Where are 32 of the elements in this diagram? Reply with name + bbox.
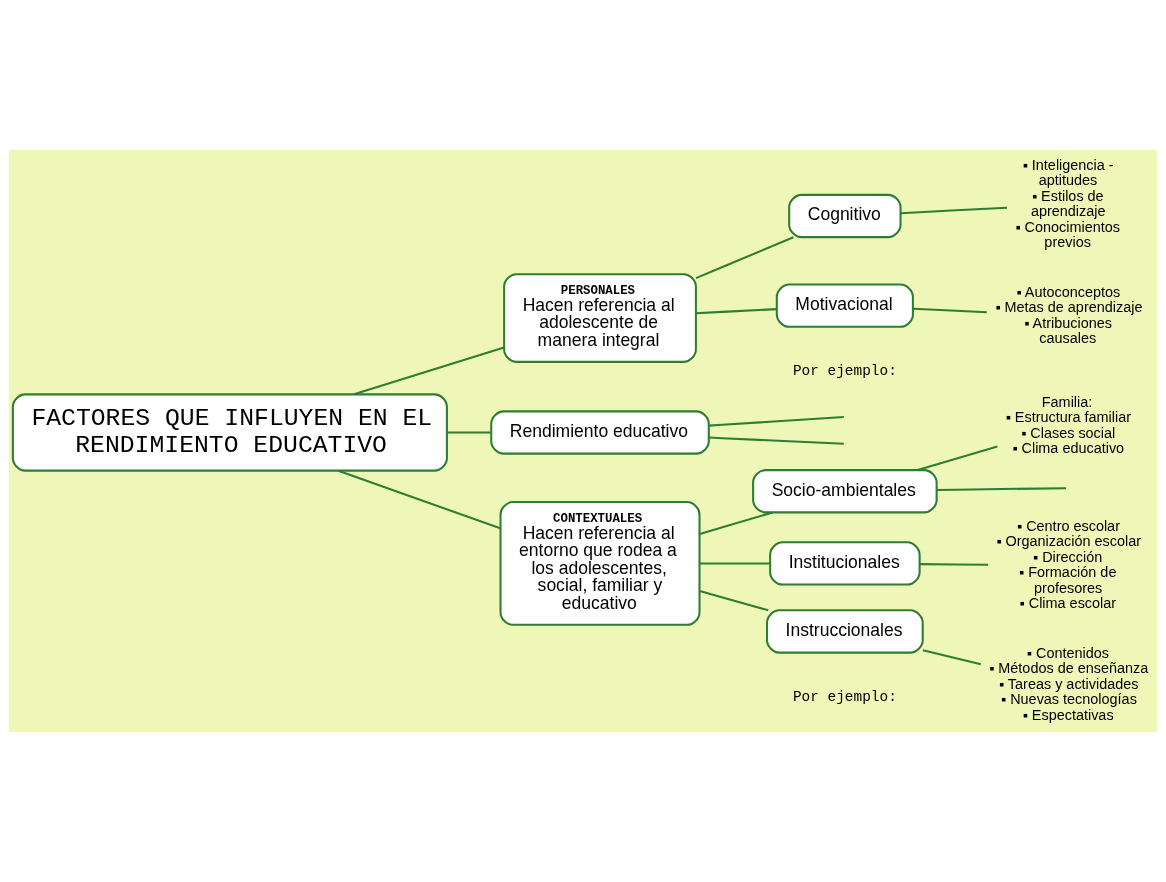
node-box: CONTEXTUALES Hacen referencia al entorno que rodea a los adolescentes, social, familiar y educativo <box>499 501 701 626</box>
connector <box>708 436 844 445</box>
label: Por ejemplo: <box>792 689 897 706</box>
connector <box>900 206 1008 215</box>
connector <box>338 469 501 530</box>
connector <box>699 562 770 565</box>
node-box: Socio-ambientales <box>752 469 938 514</box>
node-text: ▪ Inteligencia - aptitudes ▪ Estilos de aprendizaje ▪ Conocimientos previos <box>1015 156 1121 251</box>
connector <box>699 590 769 612</box>
node-box: Rendimiento educativo <box>490 410 710 455</box>
connector <box>447 431 491 434</box>
connector <box>708 416 844 427</box>
connector <box>695 236 794 280</box>
node-box: Cognitivo <box>788 193 902 239</box>
node-box: Institucionales <box>769 541 921 586</box>
connector <box>353 346 505 396</box>
node-text: Familia: ▪ Estructura familiar ▪ Clases social ▪ Clima educativo <box>1005 393 1132 457</box>
node-text: ▪ Centro escolar ▪ Organización escolar ▪ Dirección ▪ Formación de profesores ▪ Clima escolar <box>996 517 1142 611</box>
connector <box>917 445 998 472</box>
node-box: Instruccionales <box>766 609 924 654</box>
connector <box>695 308 777 315</box>
node-box: Motivacional <box>775 283 914 328</box>
connector <box>936 487 1066 491</box>
node-text: ▪ Contenidos ▪ Métodos de enseñanza ▪ Tareas y actividades ▪ Nuevas tecnologías ▪ Espectativas <box>989 644 1149 723</box>
connector <box>913 307 987 314</box>
connector <box>699 511 773 536</box>
node-text: ▪ Autoconceptos ▪ Metas de aprendizaje ▪ Atribuciones causales <box>995 283 1143 346</box>
connector <box>922 649 982 666</box>
node-box: PERSONALES Hacen referencia al adolescente de manera integral <box>503 273 697 363</box>
label: Por ejemplo: <box>792 363 897 380</box>
connector <box>919 563 989 566</box>
node-box: FACTORES QUE INFLUYEN EN EL RENDIMIENTO EDUCATIVO <box>11 393 448 472</box>
